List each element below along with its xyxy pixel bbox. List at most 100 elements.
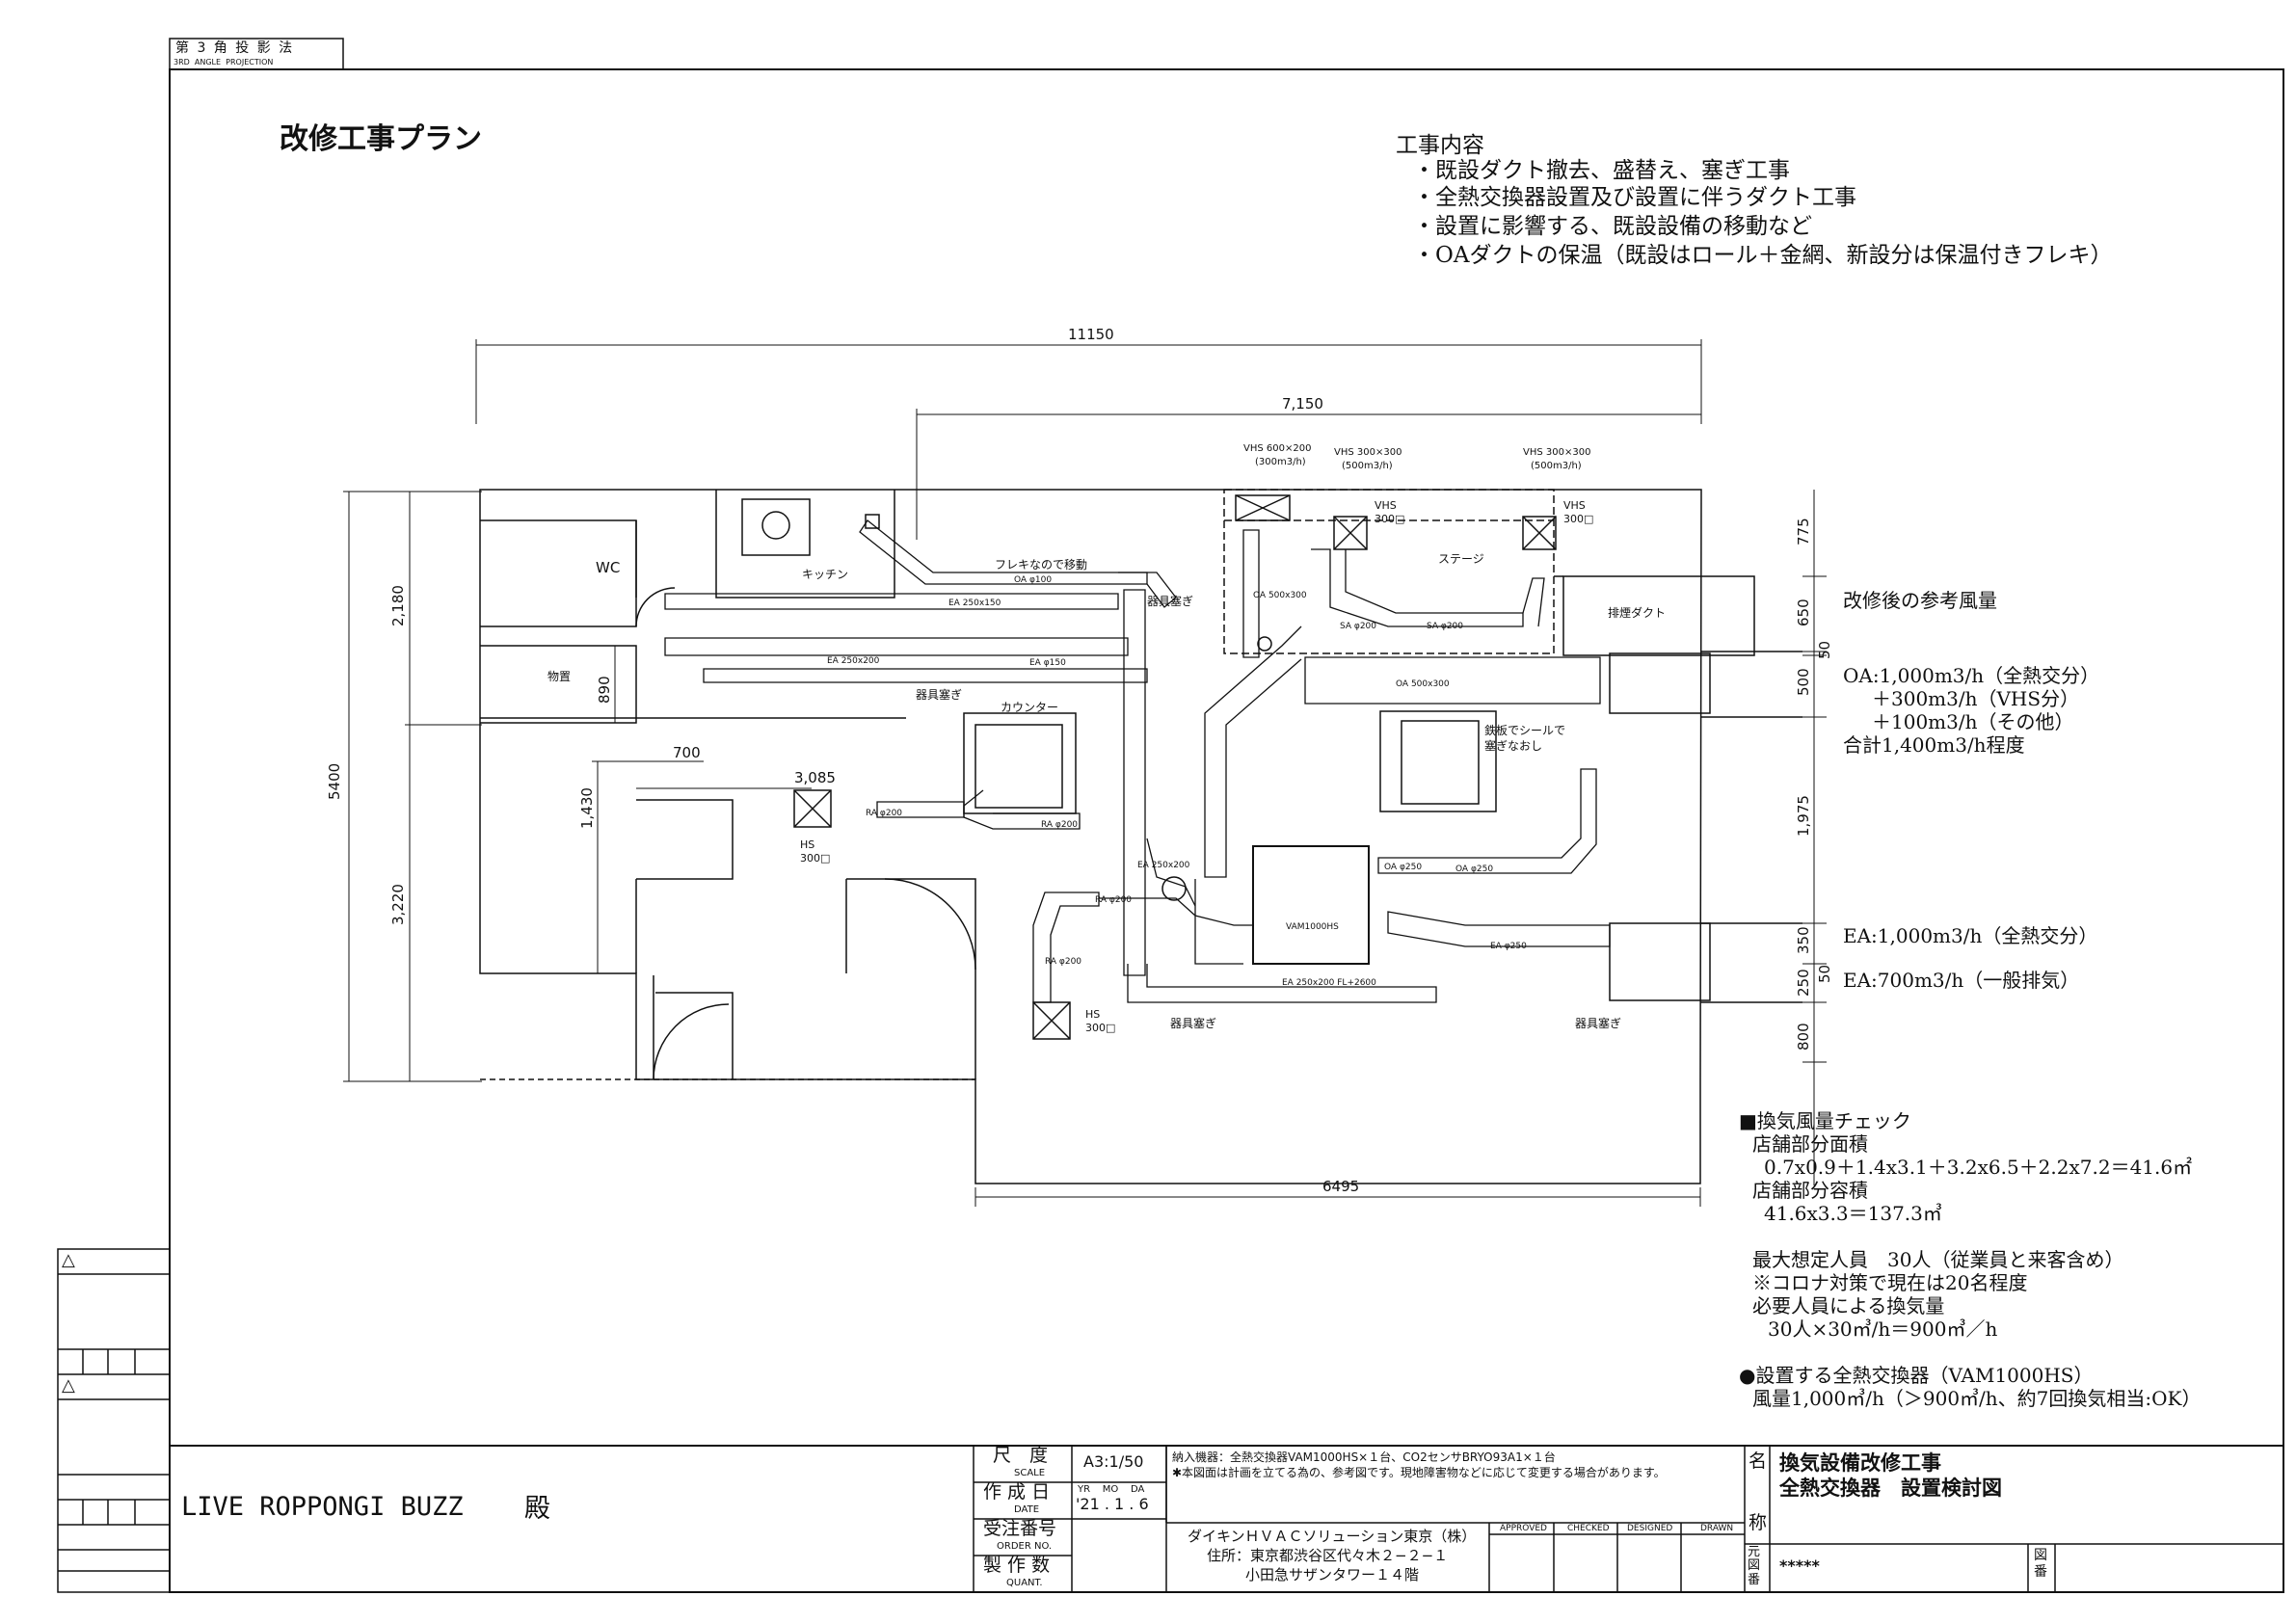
airflow-ea-1: EA:1,000m3/h（全熱交分） xyxy=(1843,924,2098,947)
dim-right-0: 775 xyxy=(1795,518,1812,545)
drawing-name-1: 換気設備改修工事 xyxy=(1779,1451,1941,1475)
label-vhs-side-1: VHS xyxy=(1375,499,1397,512)
dim-left-total: 5400 xyxy=(326,763,343,800)
revision-mark-1: △ xyxy=(62,1250,75,1270)
scope-item-3: ・設置に影響する、既設設備の移動など xyxy=(1413,214,1812,239)
orig-no-label: 元図番 xyxy=(1748,1545,1761,1587)
label-vhs-3: VHS 300×300 xyxy=(1523,447,1590,458)
label-vhs-2b: (500m3/h) xyxy=(1342,461,1393,471)
dim-right-3: 500 xyxy=(1795,668,1812,696)
projection-label: 第 3 角 投 影 法 xyxy=(175,40,295,56)
qty-label: 製 作 数 xyxy=(983,1555,1051,1576)
scope-item-1: ・既設ダクト撤去、盛替え、塞ぎ工事 xyxy=(1413,158,1790,183)
projection-sub: 3RD ANGLE PROJECTION xyxy=(174,58,274,67)
label-oa100: OA φ100 xyxy=(1014,575,1052,585)
scope-heading: 工事内容 xyxy=(1396,133,1484,158)
label-counter: カウンター xyxy=(1001,701,1058,714)
scope-item-4: ・OAダクトの保温（既設はロール＋金網、新設分は保温付きフレキ） xyxy=(1413,243,2113,268)
airflow-oa-2: ＋300m3/h（VHS分） xyxy=(1872,687,2080,710)
sign-drawn: DRAWN xyxy=(1700,1524,1734,1533)
company-name: ダイキンＨＶＡＣソリューション東京（株） xyxy=(1188,1528,1477,1545)
order-label: 受注番号 xyxy=(983,1518,1057,1539)
label-ra200d: RA φ200 xyxy=(1045,957,1081,967)
check-line-3: 店舗部分容積 xyxy=(1752,1179,1868,1202)
dim-left-lower: 3,220 xyxy=(389,884,407,925)
check-line-8: 必要人員による換気量 xyxy=(1752,1294,1945,1317)
dim-top-total: 11150 xyxy=(1068,326,1114,343)
dim-right-2: 50 xyxy=(1816,641,1833,659)
scale-label: 尺 度 xyxy=(993,1445,1049,1466)
label-oa250b: OA φ250 xyxy=(1384,863,1422,872)
airflow-oa-1: OA:1,000m3/h（全熱交分） xyxy=(1843,664,2100,687)
check-heading: ■換気風量チェック xyxy=(1739,1109,1911,1132)
airflow-ea-2: EA:700m3/h（一般排気） xyxy=(1843,969,2080,992)
label-vhs-3b: (500m3/h) xyxy=(1531,461,1582,471)
check-line-1: 店舗部分面積 xyxy=(1752,1132,1868,1156)
label-hs-1: HS xyxy=(800,838,814,851)
label-oa500b: OA 500x300 xyxy=(1253,591,1307,600)
label-oa250a: OA φ250 xyxy=(1455,865,1493,874)
check-line-2: 0.7x0.9＋1.4x3.1＋3.2x6.5＋2.2x7.2＝41.6㎡ xyxy=(1764,1156,2193,1179)
date-value: '21 . 1 . 6 xyxy=(1076,1495,1149,1513)
dim-right-8: 800 xyxy=(1795,1023,1812,1051)
airflow-oa-4: 合計1,400m3/h程度 xyxy=(1843,733,2025,757)
label-vhs-side-2b: 300□ xyxy=(1563,513,1593,525)
dim-right-1: 650 xyxy=(1795,599,1812,626)
label-vhs-1: VHS 600×200 xyxy=(1243,443,1311,454)
dim-700: 700 xyxy=(673,744,701,761)
label-ra200b: RA φ200 xyxy=(1041,820,1078,830)
label-vhs-side-1b: 300□ xyxy=(1375,513,1404,525)
label-ra200a: RA φ200 xyxy=(866,809,902,818)
label-exhaust-duct: 排煙ダクト xyxy=(1608,605,1666,620)
label-kitchen: キッチン xyxy=(802,568,848,581)
label-hs-2b: 300□ xyxy=(1085,1022,1115,1034)
client-name: LIVE ROPPONGI BUZZ xyxy=(181,1492,464,1522)
label-ea150a: EA 250x150 xyxy=(948,599,1001,608)
note-2: ✱本図面は計画を立てる為の、参考図です。現地障害物などに応じて変更する場合があり… xyxy=(1172,1466,1666,1479)
dim-left-upper: 2,180 xyxy=(389,585,407,626)
check-line-6: 最大想定人員 30人（従業員と来客含め） xyxy=(1752,1248,2124,1271)
dim-3085: 3,085 xyxy=(794,769,836,786)
dim-right-6: 50 xyxy=(1816,965,1833,983)
label-ea250: EA φ250 xyxy=(1490,942,1527,951)
label-hs-1b: 300□ xyxy=(800,852,830,865)
company-address-2: 小田急サザンタワー１４階 xyxy=(1245,1566,1420,1583)
label-plug-2: 器具塞ぎ xyxy=(916,687,962,702)
label-ea-bottom: EA 250x200 FL+2600 xyxy=(1282,978,1376,988)
label-vhs-side-2: VHS xyxy=(1563,499,1586,512)
sign-designed: DESIGNED xyxy=(1627,1524,1673,1533)
sheet-title: 改修工事プラン xyxy=(280,122,482,156)
label-sa200a: SA φ200 xyxy=(1340,622,1376,631)
dim-right-5: 350 xyxy=(1795,926,1812,954)
label-vhs-1b: (300m3/h) xyxy=(1255,457,1306,467)
label-iron-seal-2: 塞ぎなおし xyxy=(1484,738,1542,753)
qty-sub: QUANT. xyxy=(1006,1578,1043,1588)
label-vhs-2: VHS 300×300 xyxy=(1334,447,1402,458)
check-line-4: 41.6x3.3＝137.3㎥ xyxy=(1764,1202,1942,1225)
airflow-oa-3: ＋100m3/h（その他） xyxy=(1872,710,2074,733)
sign-approved: APPROVED xyxy=(1500,1524,1547,1533)
dim-bottom: 6495 xyxy=(1322,1178,1359,1195)
check-line-11: ●設置する全熱交換器（VAM1000HS） xyxy=(1739,1364,2094,1387)
label-wc: WC xyxy=(596,559,620,576)
check-line-9: 30人×30㎥/h＝900㎥／h xyxy=(1768,1317,1998,1341)
dim-right-7: 250 xyxy=(1795,969,1812,997)
name-label-1: 名 xyxy=(1749,1450,1768,1472)
label-sa200b: SA φ200 xyxy=(1427,622,1463,631)
label-plug-1: 器具塞ぎ xyxy=(1147,594,1193,608)
scope-item-2: ・全熱交換器設置及び設置に伴うダクト工事 xyxy=(1413,185,1856,210)
label-stage: ステージ xyxy=(1438,552,1484,566)
check-line-12: 風量1,000㎥/h（＞900㎥/h、約7回換気相当:OK） xyxy=(1752,1387,2202,1410)
company-address-1: 住所：東京都渋谷区代々木２−２−１ xyxy=(1207,1547,1449,1564)
dim-left-mid: 1,430 xyxy=(578,787,596,829)
date-sub: DATE xyxy=(1014,1504,1040,1515)
label-ea150b: EA φ150 xyxy=(1029,658,1066,668)
dim-top-partial: 7,150 xyxy=(1282,395,1323,412)
label-plug-4: 器具塞ぎ xyxy=(1575,1016,1621,1030)
airflow-heading: 改修後の参考風量 xyxy=(1843,589,1997,612)
label-ea250x200: EA 250x200 xyxy=(1137,861,1190,870)
drawing-no: ***** xyxy=(1779,1556,1820,1575)
check-line-7: ※コロナ対策で現在は20名程度 xyxy=(1752,1271,2028,1294)
